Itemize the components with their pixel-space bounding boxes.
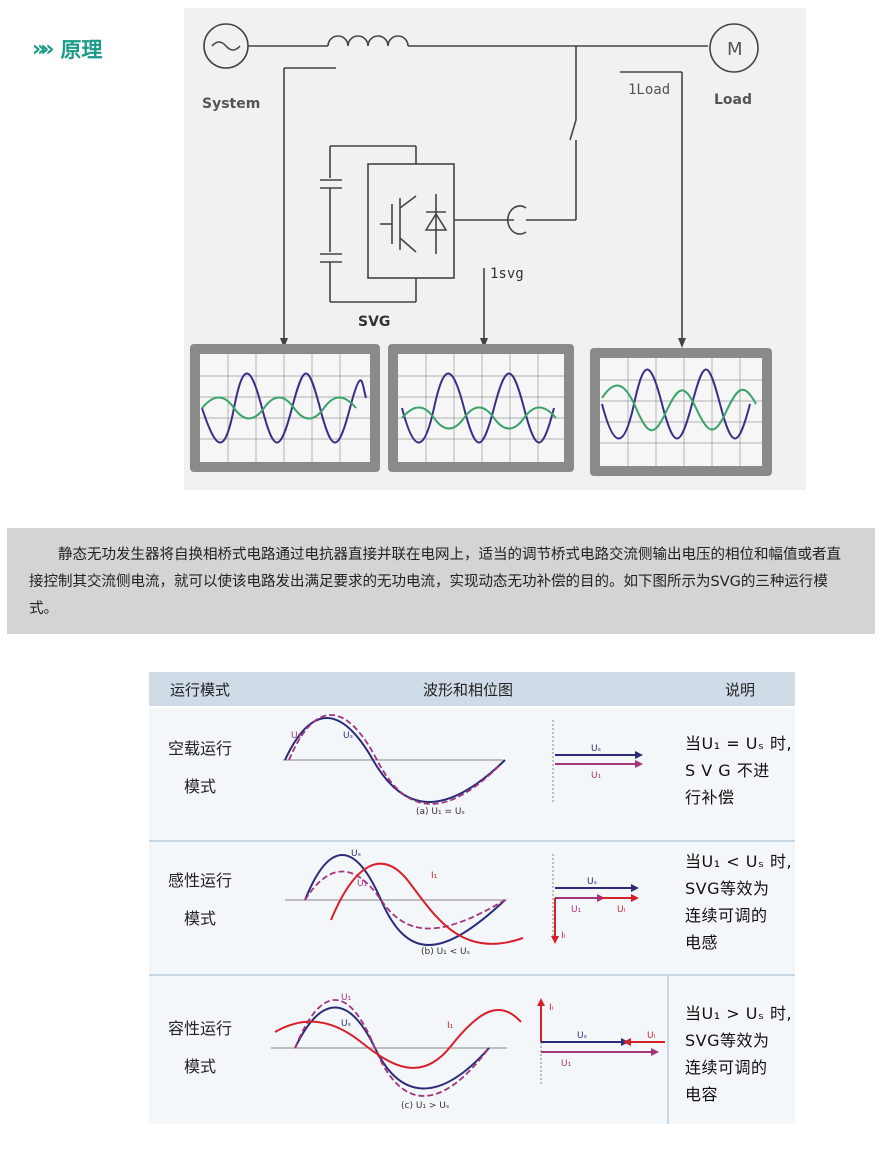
header-explain: 说明 bbox=[724, 680, 755, 699]
scope-system bbox=[190, 344, 380, 472]
svg-text:Uₗ: Uₗ bbox=[617, 905, 626, 915]
svg-text:Uₗ: Uₗ bbox=[647, 1031, 656, 1041]
svg-text:U₁: U₁ bbox=[357, 879, 368, 889]
svg-text:Uₛ: Uₛ bbox=[341, 1019, 351, 1029]
svg-text:U₁: U₁ bbox=[341, 993, 352, 1003]
description-box: 静态无功发生器将自换相桥式电路通过电抗器直接并联在电网上，适当的调节桥式电路交流… bbox=[7, 528, 875, 634]
system-label: System bbox=[202, 96, 260, 112]
svg-text:Iₗ: Iₗ bbox=[549, 1003, 554, 1013]
svg-text:(b) U₁ < Uₛ: (b) U₁ < Uₛ bbox=[421, 947, 470, 957]
explain-text: 当U₁ > Uₛ 时,SVG等效为连续可调的电容 bbox=[685, 1004, 793, 1104]
description-text: 静态无功发生器将自换相桥式电路通过电抗器直接并联在电网上，适当的调节桥式电路交流… bbox=[29, 547, 841, 617]
scope-load bbox=[590, 348, 772, 476]
principle-diagram: System M Load 1Load 1svg SVG bbox=[184, 8, 806, 490]
explain-text: 当U₁ < Uₛ 时,SVG等效为连续可调的电感 bbox=[685, 852, 793, 952]
svg-text:Uₛ: Uₛ bbox=[351, 849, 361, 859]
svg-text:U₁: U₁ bbox=[591, 771, 602, 781]
svg-text:Iₗ: Iₗ bbox=[561, 931, 566, 941]
cell-divider bbox=[667, 976, 669, 1124]
svg-text:Uₛ: Uₛ bbox=[343, 731, 353, 741]
header-mode: 运行模式 bbox=[169, 680, 230, 699]
svg-text:Uₛ: Uₛ bbox=[591, 744, 601, 754]
explain-text: 当U₁ = Uₛ 时,S V G 不进行补偿 bbox=[685, 734, 793, 807]
section-header: »» 原理 bbox=[32, 34, 102, 64]
header-waveform: 波形和相位图 bbox=[422, 680, 513, 699]
svg-text:U₁: U₁ bbox=[571, 905, 582, 915]
mode-label: 容性运行模式 bbox=[167, 1019, 232, 1076]
motor-label: M bbox=[727, 39, 743, 60]
modes-table: 运行模式 波形和相位图 说明 空载运行模式 U₁ Uₛ (a) U₁ = Uₛ … bbox=[149, 672, 795, 1124]
svg-text:(a) U₁ = Uₛ: (a) U₁ = Uₛ bbox=[416, 807, 465, 817]
svg-text:U₁: U₁ bbox=[561, 1059, 572, 1069]
row-divider bbox=[149, 974, 795, 976]
svg-box-label: SVG bbox=[358, 314, 390, 330]
isvg-label: 1svg bbox=[490, 266, 524, 282]
waveform-capacitive: U₁ Uₛ I₁ (c) U₁ > Uₛ Iₗ Uₛ Uₗ U₁ bbox=[271, 993, 665, 1111]
row-divider bbox=[149, 840, 795, 842]
table-row: 容性运行模式 U₁ Uₛ I₁ (c) U₁ > Uₛ Iₗ Uₛ Uₗ U₁ bbox=[149, 976, 795, 1124]
section-title: 原理 bbox=[60, 38, 103, 62]
mode-label: 感性运行模式 bbox=[167, 871, 232, 928]
waveform-no-load: U₁ Uₛ (a) U₁ = Uₛ Uₛ U₁ bbox=[283, 714, 643, 817]
scope-svg bbox=[388, 344, 574, 472]
svg-text:Uₛ: Uₛ bbox=[577, 1031, 587, 1041]
mode-label: 空载运行模式 bbox=[167, 739, 232, 796]
svg-text:U₁: U₁ bbox=[291, 731, 302, 741]
svg-text:(c) U₁ > Uₛ: (c) U₁ > Uₛ bbox=[401, 1101, 449, 1111]
load-label: Load bbox=[714, 92, 752, 108]
waveform-inductive: Uₛ U₁ I₁ (b) U₁ < Uₛ Uₛ U₁ Uₗ Iₗ bbox=[285, 849, 639, 957]
double-chevron-icon: »» bbox=[32, 36, 55, 62]
table-row: 空载运行模式 U₁ Uₛ (a) U₁ = Uₛ Uₛ U₁ 当U₁ = Uₛ … bbox=[149, 708, 795, 840]
iload-label: 1Load bbox=[628, 82, 670, 98]
svg-text:Uₛ: Uₛ bbox=[587, 877, 597, 887]
table-row: 感性运行模式 Uₛ U₁ I₁ (b) U₁ < Uₛ Uₛ U₁ Uₗ Iₗ bbox=[149, 842, 795, 974]
svg-text:I₁: I₁ bbox=[431, 871, 438, 881]
table-header: 运行模式 波形和相位图 说明 bbox=[149, 672, 795, 706]
svg-text:I₁: I₁ bbox=[447, 1021, 454, 1031]
